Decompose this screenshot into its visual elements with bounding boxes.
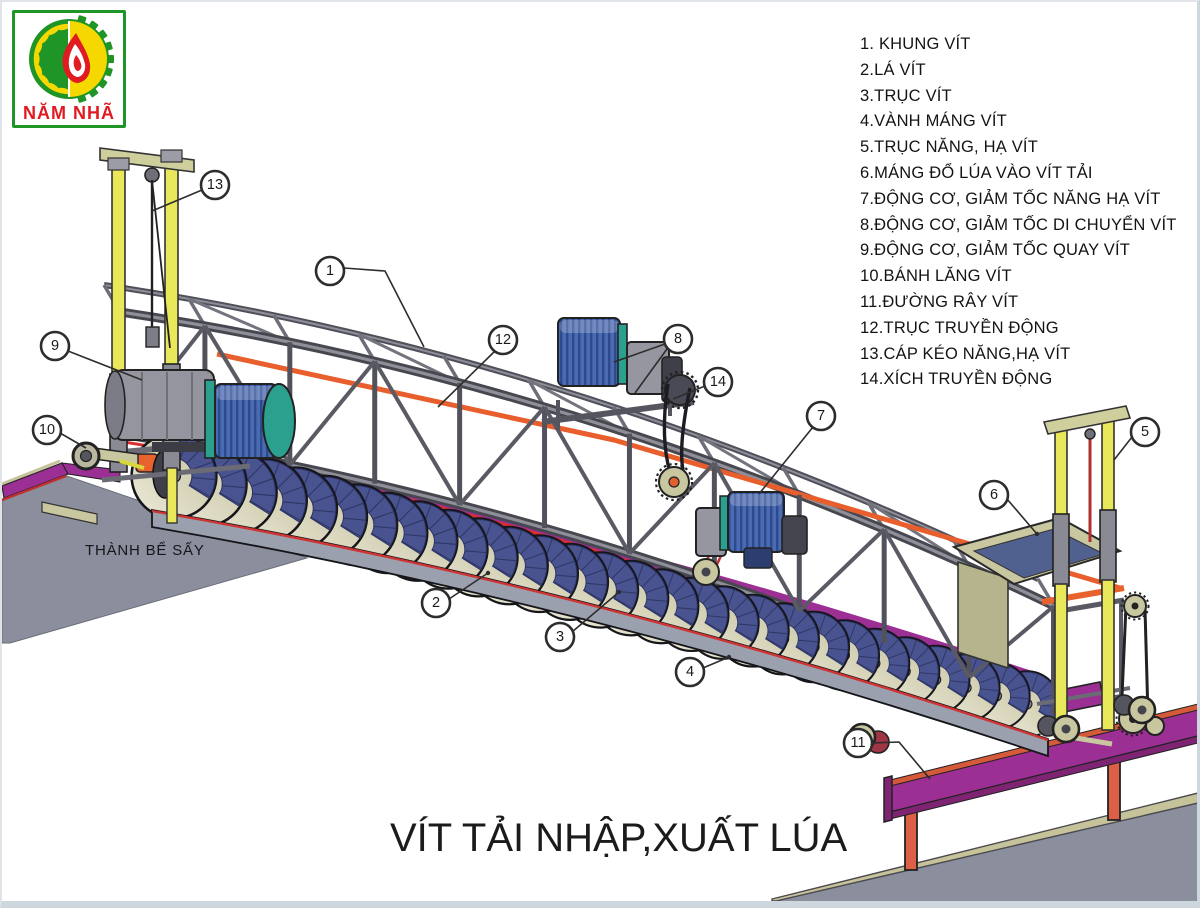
flame-icon bbox=[62, 33, 91, 83]
motor-travel bbox=[541, 317, 700, 430]
drawing-title: VÍT TẢI NHẬP,XUẤT LÚA bbox=[390, 816, 848, 860]
hopper bbox=[951, 516, 1123, 670]
callout-13: 13 bbox=[151, 169, 231, 212]
svg-text:12: 12 bbox=[495, 332, 511, 348]
guide-wheel bbox=[71, 441, 145, 471]
legend-item-8: 8.ĐỘNG CƠ, GIẢM TỐC DI CHUYỂN VÍT bbox=[860, 215, 1177, 234]
svg-text:6: 6 bbox=[990, 487, 998, 503]
legend-item-12: 12.TRỤC TRUYỀN ĐỘNG bbox=[860, 318, 1059, 337]
callout-14: 14 bbox=[672, 366, 734, 400]
svg-text:8: 8 bbox=[674, 331, 682, 347]
legend-item-5: 5.TRỤC NĂNG, HẠ VÍT bbox=[860, 138, 1038, 157]
callout-8: 8 bbox=[613, 323, 694, 394]
legend-item-13: 13.CÁP KÉO NĂNG,HẠ VÍT bbox=[860, 344, 1071, 363]
svg-text:5: 5 bbox=[1141, 424, 1149, 440]
callout-2: 2 bbox=[420, 570, 491, 619]
legend-item-1: 1. KHUNG VÍT bbox=[860, 35, 971, 53]
right-platform bbox=[771, 792, 1197, 901]
company-logo: NĂM NHÃ bbox=[12, 10, 126, 128]
logo-text: NĂM NHÃ bbox=[23, 103, 115, 123]
svg-text:7: 7 bbox=[817, 408, 825, 424]
svg-text:13: 13 bbox=[207, 177, 223, 193]
legend-item-9: 9.ĐỘNG CƠ, GIẢM TỐC QUAY VÍT bbox=[860, 241, 1131, 260]
callout-10: 10 bbox=[31, 414, 87, 449]
callout-7: 7 bbox=[758, 400, 837, 495]
callout-11: 11 bbox=[842, 727, 931, 780]
svg-text:2: 2 bbox=[432, 595, 440, 611]
legend-item-4: 4.VÀNH MÁNG VÍT bbox=[860, 112, 1007, 131]
svg-text:4: 4 bbox=[686, 664, 694, 680]
callout-4: 4 bbox=[674, 654, 732, 688]
callout-12: 12 bbox=[437, 324, 519, 408]
legend-item-7: 7.ĐỘNG CƠ, GIẢM TỐC NĂNG HẠ VÍT bbox=[860, 189, 1161, 208]
legend-item-6: 6.MÁNG ĐỔ LÚA VÀO VÍT TẢI bbox=[860, 163, 1093, 182]
screw-trough bbox=[151, 508, 1049, 758]
motor-rotate-screw bbox=[104, 369, 296, 459]
screw-auger bbox=[130, 432, 1061, 738]
logo-emblem-icon bbox=[29, 15, 114, 103]
transmission-shaft bbox=[216, 351, 1121, 591]
svg-text:3: 3 bbox=[556, 629, 564, 645]
platform-label: THÀNH BỂ SẤY bbox=[85, 542, 205, 559]
callout-6: 6 bbox=[978, 479, 1040, 537]
callout-3: 3 bbox=[544, 589, 622, 653]
svg-text:14: 14 bbox=[710, 374, 726, 390]
legend: 1. KHUNG VÍT 2.LÁ VÍT 3.TRỤC VÍT 4.VÀNH … bbox=[860, 32, 1195, 393]
svg-text:11: 11 bbox=[850, 735, 865, 751]
svg-text:9: 9 bbox=[51, 338, 59, 354]
callout-1: 1 bbox=[314, 255, 425, 348]
legend-item-10: 10.BÁNH LĂNG VÍT bbox=[860, 267, 1012, 286]
callouts: 1 2 3 4 5 6 7 8 9 10 11 12 13 14 bbox=[31, 169, 1161, 780]
motor-lift bbox=[692, 491, 808, 586]
svg-text:10: 10 bbox=[39, 422, 55, 438]
callout-9: 9 bbox=[39, 330, 143, 381]
drive-chain bbox=[654, 383, 694, 502]
wheat-icon bbox=[34, 24, 70, 94]
legend-item-2: 2.LÁ VÍT bbox=[860, 60, 926, 79]
mast-pulley-icon bbox=[144, 167, 160, 183]
legend-item-3: 3.TRỤC VÍT bbox=[860, 86, 952, 105]
legend-item-14: 14.XÍCH TRUYỀN ĐỘNG bbox=[860, 370, 1053, 389]
svg-text:1: 1 bbox=[326, 263, 334, 279]
truss-far-chord bbox=[103, 282, 1040, 582]
trolley-wheels bbox=[1037, 694, 1157, 744]
callout-5: 5 bbox=[1113, 416, 1161, 461]
legend-item-11: 11.ĐƯỜNG RÂY VÍT bbox=[860, 292, 1019, 311]
